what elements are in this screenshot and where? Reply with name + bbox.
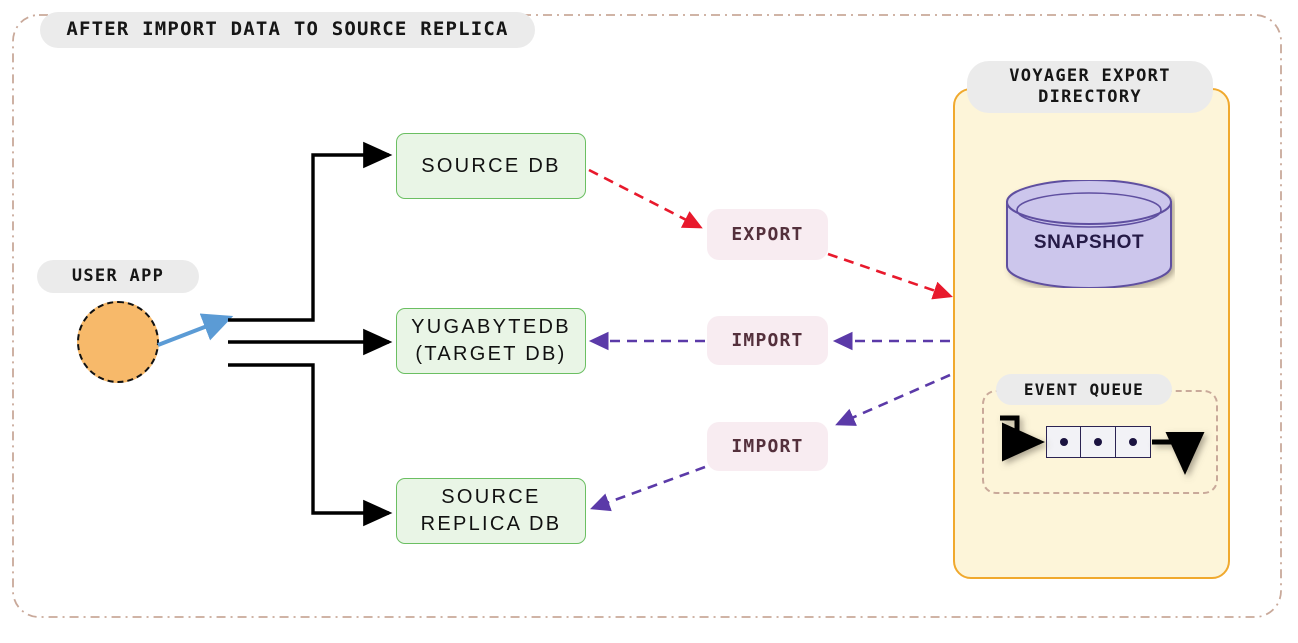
user-app-label: USER APP xyxy=(37,260,199,293)
import-label-replica[interactable]: IMPORT xyxy=(707,422,828,471)
user-app-circle[interactable] xyxy=(77,301,159,383)
voyager-export-directory-panel xyxy=(953,88,1230,579)
export-arrow-segment-2 xyxy=(827,252,953,300)
event-queue-label: EVENT QUEUE xyxy=(996,374,1172,405)
queue-dot-icon xyxy=(1128,438,1137,446)
queue-dot-icon xyxy=(1060,438,1068,446)
voyager-export-directory-title: VOYAGER EXPORT DIRECTORY xyxy=(967,61,1213,113)
event-queue-cells xyxy=(1046,426,1151,458)
source-db-node[interactable]: SOURCE DB xyxy=(396,133,586,199)
user-app-arrow xyxy=(157,313,234,347)
queue-in-arrow-icon xyxy=(1000,415,1046,462)
import2-arrow-segment-1 xyxy=(835,373,951,426)
import-label-target[interactable]: IMPORT xyxy=(707,316,828,365)
queue-dot-icon xyxy=(1094,438,1103,446)
replica-db-node[interactable]: SOURCE REPLICA DB xyxy=(396,478,586,544)
queue-cell xyxy=(1114,426,1151,458)
queue-cell xyxy=(1080,426,1117,458)
flow-arrow-replica-db xyxy=(228,363,393,527)
export-arrow-segment-1 xyxy=(588,168,703,229)
queue-out-arrow-icon xyxy=(1152,432,1205,476)
import2-arrow-segment-2 xyxy=(590,465,706,512)
export-label[interactable]: EXPORT xyxy=(707,209,828,260)
flow-arrow-source-db xyxy=(228,141,393,322)
snapshot-cylinder-icon xyxy=(1006,180,1172,288)
page-title: AFTER IMPORT DATA TO SOURCE REPLICA xyxy=(40,12,535,48)
target-db-node[interactable]: YUGABYTEDB (TARGET DB) xyxy=(396,308,586,374)
